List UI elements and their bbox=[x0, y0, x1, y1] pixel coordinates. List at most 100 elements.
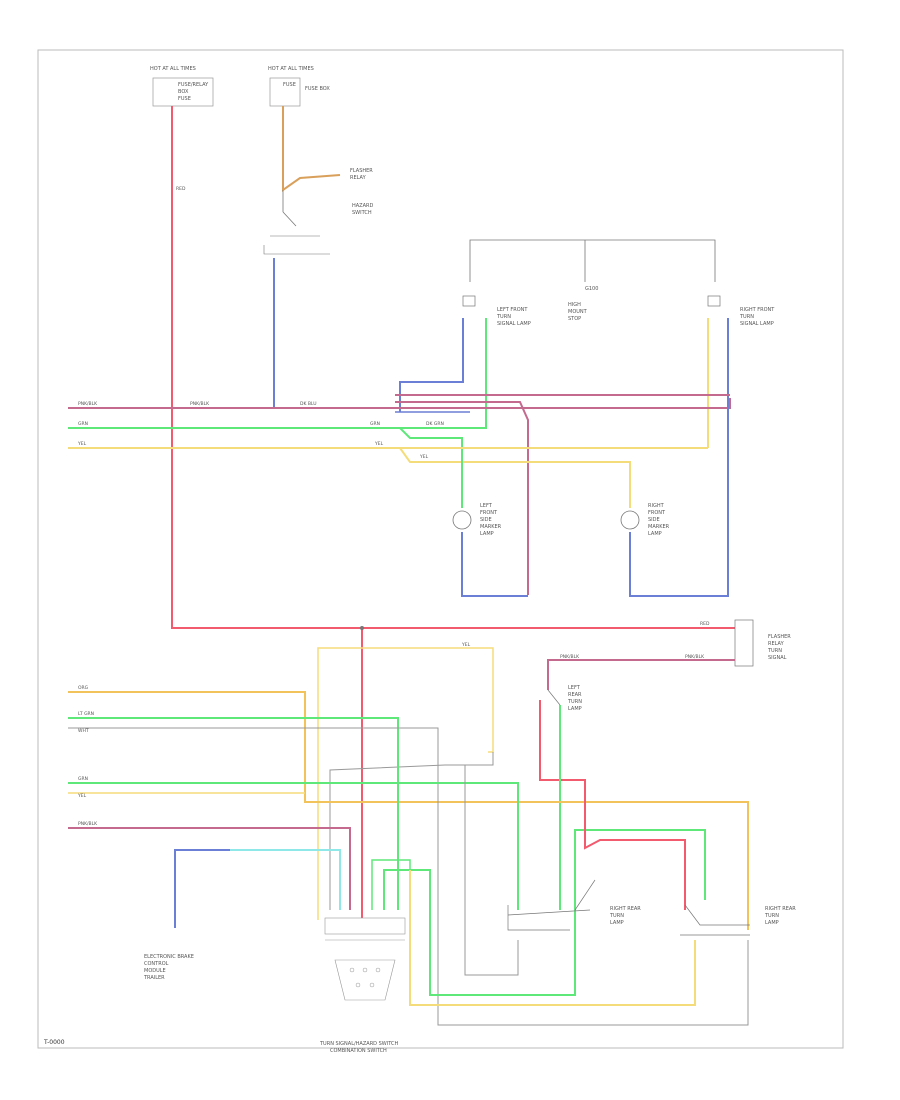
svg-text:MARKER: MARKER bbox=[648, 524, 670, 530]
wire-yel-rr bbox=[409, 870, 696, 1006]
wire-lt-blu-trailer bbox=[230, 849, 341, 910]
svg-text:LAMP: LAMP bbox=[480, 531, 494, 537]
label-red-relay: RED bbox=[700, 621, 710, 627]
label-org: ORG bbox=[78, 685, 89, 691]
wire-grn-bus2 bbox=[400, 420, 487, 429]
svg-text:SIGNAL LAMP: SIGNAL LAMP bbox=[740, 321, 774, 327]
label-bus-grn3: DK GRN bbox=[426, 421, 444, 427]
label-wht: WHT bbox=[78, 728, 89, 734]
wire-pnk-blk-lower bbox=[68, 827, 351, 910]
rf-signal-lamp: RIGHT FRONT TURN SIGNAL LAMP bbox=[707, 295, 775, 327]
label-yel-lower2: YEL bbox=[77, 793, 87, 799]
fuse-right-title: HOT AT ALL TIMES bbox=[268, 66, 314, 72]
svg-text:TURN: TURN bbox=[496, 314, 511, 320]
wire-red-main bbox=[171, 106, 737, 629]
wire-yel-bus bbox=[68, 447, 631, 480]
svg-text:RIGHT: RIGHT bbox=[648, 503, 665, 509]
label-grn-lower: GRN bbox=[78, 776, 88, 782]
svg-text:TRAILER: TRAILER bbox=[143, 975, 165, 981]
footer-code: T-0000 bbox=[43, 1039, 65, 1046]
label-red-main: RED bbox=[176, 186, 186, 192]
svg-text:FLASHER: FLASHER bbox=[768, 634, 791, 640]
svg-text:LAMP: LAMP bbox=[610, 920, 624, 926]
wire-lt-grn bbox=[68, 717, 399, 910]
flasher-l2: RELAY bbox=[350, 175, 367, 181]
label-bus-blu: DK BLU bbox=[300, 401, 317, 407]
wire-blk-lower bbox=[329, 752, 494, 910]
label-bus-pnk: PNK/BLK bbox=[78, 401, 98, 407]
label-pnk-lower: PNK/BLK bbox=[78, 821, 98, 827]
wire-grn-loop2 bbox=[383, 829, 706, 996]
wire-pnk-blk-bus3 bbox=[395, 401, 529, 595]
flasher-l1: FLASHER bbox=[350, 168, 373, 174]
svg-text:REAR: REAR bbox=[568, 692, 582, 698]
wire-dk-blu-lfm bbox=[461, 532, 528, 597]
svg-text:LAMP: LAMP bbox=[648, 531, 662, 537]
hi-mount-l2: MOUNT bbox=[568, 309, 588, 315]
hi-mount-l3: STOP bbox=[568, 316, 581, 322]
label-pnk-relay: PNK/BLK bbox=[560, 654, 580, 660]
svg-text:LEFT: LEFT bbox=[480, 503, 493, 509]
svg-text:RIGHT REAR: RIGHT REAR bbox=[765, 906, 796, 912]
svg-text:TURN: TURN bbox=[739, 314, 754, 320]
splice-red bbox=[360, 626, 364, 630]
wire-ground-rail bbox=[469, 239, 716, 282]
svg-text:LAMP: LAMP bbox=[765, 920, 779, 926]
label-yel-lower: YEL bbox=[461, 642, 471, 648]
fuse-left-title: HOT AT ALL TIMES bbox=[150, 66, 196, 72]
label-bus-yel2: YEL bbox=[374, 441, 384, 447]
label-bus-yel3: YEL bbox=[419, 454, 429, 460]
turn-switch-l2: COMBINATION SWITCH bbox=[330, 1048, 387, 1054]
rf-marker-lamp: RIGHT FRONT SIDE MARKER LAMP bbox=[620, 503, 670, 537]
hazard-l2: SWITCH bbox=[352, 210, 372, 216]
wire-grn-lower bbox=[68, 782, 519, 910]
label-bus-grn2: GRN bbox=[370, 421, 380, 427]
svg-text:RIGHT REAR: RIGHT REAR bbox=[610, 906, 641, 912]
svg-text:CONTROL: CONTROL bbox=[144, 961, 169, 967]
hazard-switch: HAZARD SWITCH bbox=[263, 190, 374, 255]
label-bus-pnk2: PNK/BLK bbox=[190, 401, 210, 407]
label-pnk-relay2: PNK/BLK bbox=[685, 654, 705, 660]
svg-text:SIGNAL: SIGNAL bbox=[768, 655, 787, 661]
svg-text:TURN: TURN bbox=[767, 648, 782, 654]
wire-red-lr bbox=[539, 700, 586, 800]
svg-text:SIDE: SIDE bbox=[648, 517, 660, 523]
svg-text:FRONT: FRONT bbox=[648, 510, 666, 516]
lr-switch: LEFT REAR TURN LAMP bbox=[547, 685, 582, 712]
fuse-right-l3: FUSE BOX bbox=[305, 86, 330, 92]
svg-text:TURN: TURN bbox=[764, 913, 779, 919]
wire-org-flasher bbox=[282, 106, 341, 192]
trailer-module: ELECTRONIC BRAKE CONTROL MODULE TRAILER bbox=[143, 954, 194, 981]
svg-text:MODULE: MODULE bbox=[144, 968, 166, 974]
svg-text:RELAY: RELAY bbox=[768, 641, 785, 647]
fuse-left-l1: FUSE/RELAY bbox=[178, 82, 209, 88]
wire-blk-loop bbox=[464, 765, 519, 976]
label-bus-grn: GRN bbox=[78, 421, 88, 427]
fuse-left-l2: BOX bbox=[178, 89, 189, 95]
turn-signal-switch: TURN SIGNAL/HAZARD SWITCH COMBINATION SW… bbox=[319, 917, 406, 1054]
fuse-left-l3: FUSE bbox=[178, 96, 191, 102]
svg-text:ELECTRONIC BRAKE: ELECTRONIC BRAKE bbox=[144, 954, 194, 960]
svg-text:RIGHT FRONT: RIGHT FRONT bbox=[740, 307, 775, 313]
label-bus-yel: YEL bbox=[77, 441, 87, 447]
wire-red-rr bbox=[584, 800, 686, 910]
lf-marker-lamp: LEFT FRONT SIDE MARKER LAMP bbox=[452, 503, 502, 537]
svg-text:SIGNAL LAMP: SIGNAL LAMP bbox=[497, 321, 531, 327]
wire-pnk-blk-relay bbox=[547, 659, 735, 690]
label-lt-grn: LT GRN bbox=[78, 711, 94, 717]
svg-text:LEFT FRONT: LEFT FRONT bbox=[497, 307, 528, 313]
wire-dk-blu-lf bbox=[399, 318, 464, 412]
flasher-relay-2: FLASHER RELAY TURN SIGNAL bbox=[734, 619, 791, 667]
svg-text:LAMP: LAMP bbox=[568, 706, 582, 712]
wire-dk-blu-rfm bbox=[629, 398, 729, 597]
hazard-l1: HAZARD bbox=[352, 203, 374, 209]
wire-yel-lower bbox=[317, 647, 494, 920]
svg-text:TURN: TURN bbox=[567, 699, 582, 705]
right-rear-lamp: RIGHT REAR TURN LAMP bbox=[680, 904, 796, 936]
turn-switch-l1: TURN SIGNAL/HAZARD SWITCH bbox=[319, 1041, 398, 1047]
fuse-box-right: HOT AT ALL TIMES FUSE FUSE BOX bbox=[268, 66, 330, 107]
fuse-box-left: HOT AT ALL TIMES FUSE/RELAY BOX FUSE bbox=[150, 66, 214, 107]
ground-sub: G100 bbox=[585, 286, 598, 292]
wire-org bbox=[68, 691, 749, 930]
svg-text:MARKER: MARKER bbox=[480, 524, 502, 530]
